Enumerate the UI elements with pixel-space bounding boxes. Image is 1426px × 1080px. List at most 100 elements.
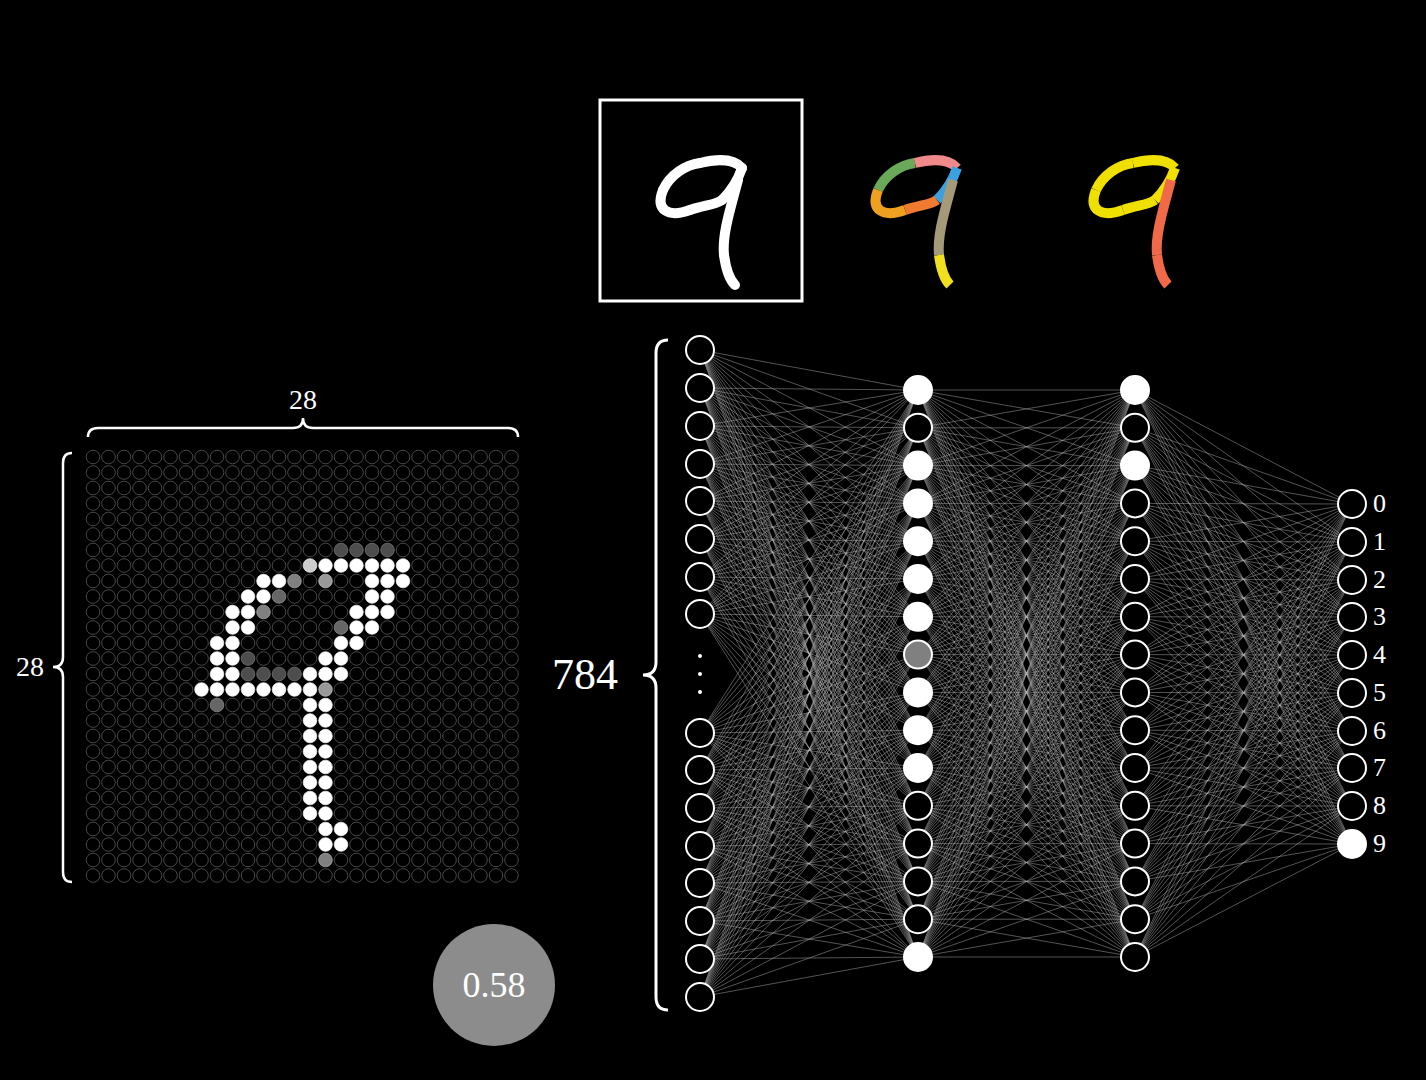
connection-line	[700, 501, 918, 806]
hidden-neuron	[1121, 792, 1149, 820]
hidden-neuron	[904, 452, 932, 480]
pixel	[303, 590, 317, 604]
connection-line	[700, 577, 918, 806]
neuron-circle	[1337, 753, 1367, 783]
pixel	[334, 450, 348, 464]
pixel	[458, 714, 472, 728]
pixel	[195, 838, 209, 852]
connection-line	[700, 426, 918, 957]
pixel	[288, 574, 302, 588]
pixel	[396, 543, 410, 557]
input-neuron	[686, 374, 714, 402]
pixel	[226, 729, 240, 743]
pixel	[334, 559, 348, 573]
pixel	[117, 481, 131, 495]
pixel	[210, 652, 224, 666]
connection-line	[700, 577, 918, 919]
connection-line	[1135, 428, 1352, 655]
pixel	[288, 636, 302, 650]
pixel	[195, 714, 209, 728]
pixel	[350, 869, 364, 883]
connection-line	[700, 464, 918, 730]
connection-line	[700, 614, 918, 617]
pixel	[396, 729, 410, 743]
pixel	[334, 760, 348, 774]
pixel	[179, 760, 193, 774]
pixel	[164, 667, 178, 681]
pixel	[303, 745, 317, 759]
pixel	[427, 481, 441, 495]
connection-line	[700, 539, 918, 919]
connection-line	[1135, 428, 1352, 844]
pixel	[427, 853, 441, 867]
input-neuron	[686, 907, 714, 935]
connection-line	[700, 388, 918, 390]
pixel	[148, 714, 162, 728]
digit-label: 1	[1373, 529, 1386, 555]
connection-line	[700, 388, 918, 844]
dot	[698, 690, 702, 694]
value-text: 0.58	[463, 967, 526, 1003]
pixel	[164, 590, 178, 604]
pixel	[272, 729, 286, 743]
pixel	[489, 714, 503, 728]
hidden-neuron	[904, 830, 932, 858]
pixel	[148, 450, 162, 464]
pixel	[86, 853, 100, 867]
pixel	[117, 590, 131, 604]
pixel	[458, 497, 472, 511]
pixel	[86, 652, 100, 666]
pixel	[226, 590, 240, 604]
pixel	[396, 528, 410, 542]
pixel	[102, 528, 116, 542]
hidden-neuron	[904, 716, 932, 744]
hidden-neuron	[1121, 376, 1149, 404]
pixel	[350, 450, 364, 464]
connection-line	[700, 390, 918, 997]
pixel	[334, 791, 348, 805]
pixel	[241, 528, 255, 542]
pixel	[288, 776, 302, 790]
pixel	[179, 729, 193, 743]
connection-line	[700, 501, 918, 919]
pixel	[350, 698, 364, 712]
pixel	[334, 481, 348, 495]
pixel	[226, 512, 240, 526]
connection-line	[700, 577, 918, 617]
pixel	[489, 745, 503, 759]
connection-line	[700, 464, 918, 957]
output-neuron: 4	[1337, 640, 1386, 670]
pixel	[272, 853, 286, 867]
output-neuron: 1	[1337, 527, 1386, 557]
pixel	[288, 605, 302, 619]
pixel	[148, 652, 162, 666]
input-neuron	[686, 756, 714, 784]
connection-line	[700, 388, 918, 503]
pixel	[86, 667, 100, 681]
left-brace	[53, 453, 72, 882]
pixel	[133, 698, 147, 712]
connections	[700, 350, 1352, 997]
pixel	[443, 729, 457, 743]
pixel	[489, 776, 503, 790]
pixel	[133, 652, 147, 666]
pixel	[102, 822, 116, 836]
pixel	[257, 745, 271, 759]
pixel	[350, 822, 364, 836]
pixel	[365, 636, 379, 650]
pixel	[257, 698, 271, 712]
connection-line	[700, 844, 918, 997]
pixel	[381, 559, 395, 573]
connection-line	[700, 617, 918, 997]
pixel	[148, 512, 162, 526]
connection-line	[700, 390, 918, 959]
pixel	[350, 559, 364, 573]
pixel	[381, 729, 395, 743]
pixel	[489, 683, 503, 697]
pixel	[148, 760, 162, 774]
pixel	[179, 559, 193, 573]
pixel	[210, 621, 224, 635]
pixel	[412, 621, 426, 635]
pixel	[427, 621, 441, 635]
pixel	[86, 729, 100, 743]
